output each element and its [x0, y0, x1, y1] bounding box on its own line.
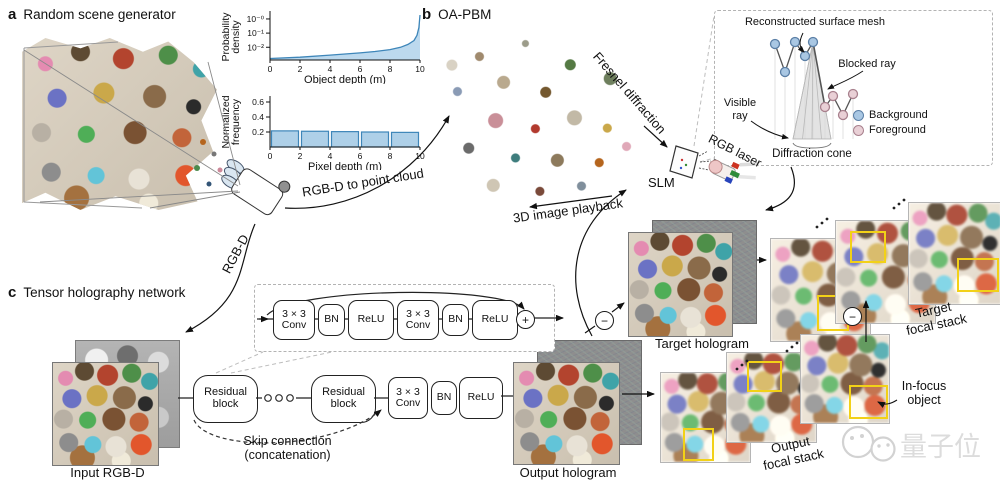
legend-background: Background — [853, 109, 928, 121]
residual-block-1: Residual block — [193, 375, 258, 423]
panel-c-title-text: Tensor holography network — [23, 285, 186, 300]
in-focus-object-label: In-focus object — [901, 379, 947, 407]
reconstructed-surface-mesh-label: Reconstructed surface mesh — [744, 16, 885, 28]
detail-conv2-box: 3 × 3 Conv — [397, 300, 439, 340]
focus-highlight-box — [850, 231, 886, 263]
legend-background-label: Background — [869, 109, 928, 121]
svg-text:10: 10 — [415, 151, 425, 161]
svg-text:0.2: 0.2 — [252, 127, 264, 137]
svg-text:4: 4 — [328, 151, 333, 161]
svg-text:6: 6 — [358, 64, 363, 74]
detail-bn1-box: BN — [318, 304, 345, 336]
blocked-ray-label: Blocked ray — [838, 58, 896, 70]
foreground-dot-icon — [853, 124, 864, 136]
main-bn-box: BN — [431, 381, 457, 415]
focus-highlight-box — [683, 428, 714, 461]
focus-highlight-box — [849, 385, 888, 419]
svg-text:10⁻¹: 10⁻¹ — [247, 28, 264, 38]
residual-block-detail-box: 3 × 3 Conv BN ReLU 3 × 3 Conv BN ReLU + — [254, 284, 555, 352]
wechat-bubble-small-icon — [870, 436, 896, 462]
svg-text:10⁻²: 10⁻² — [247, 42, 264, 52]
focal-stack-loss-minus-node: − — [843, 307, 862, 326]
output-hologram-label: Output hologram — [519, 465, 617, 480]
wechat-bubble-icon — [841, 425, 875, 459]
svg-text:6: 6 — [358, 151, 363, 161]
loss-line-output — [584, 325, 596, 334]
residual-block-2: Residual block — [311, 375, 376, 423]
panel-b-title: b OA-PBM — [422, 6, 491, 23]
input-rgb-image — [52, 362, 159, 466]
background-dot-icon — [853, 109, 864, 121]
panel-a-title-text: Random scene generator — [23, 7, 176, 22]
target-hologram-label: Target hologram — [655, 336, 749, 351]
detail-relu2-box: ReLU — [472, 300, 518, 340]
svg-text:4: 4 — [328, 64, 333, 74]
panel-b-tag: b — [422, 6, 432, 23]
target-hologram-image — [628, 232, 733, 337]
focus-highlight-box — [747, 361, 782, 392]
rgbd-label: RGB-D — [218, 231, 252, 276]
detail-relu1-box: ReLU — [348, 300, 394, 340]
svg-text:0: 0 — [268, 64, 273, 74]
slm-label: SLM — [648, 175, 675, 190]
svg-text:8: 8 — [388, 151, 393, 161]
loss-arrow-target — [611, 302, 625, 313]
panel-c-tag: c — [8, 284, 17, 301]
svg-text:2: 2 — [298, 151, 303, 161]
detail-conv1-box: 3 × 3 Conv — [273, 300, 315, 340]
watermark-text: 量子位 — [900, 432, 981, 463]
svg-text:density: density — [230, 20, 242, 54]
residual-add-node: + — [516, 310, 535, 329]
svg-text:frequency: frequency — [230, 98, 242, 145]
slm-icon — [669, 145, 717, 179]
point-cloud-image — [422, 20, 662, 218]
surface-mesh-art — [750, 32, 864, 149]
panel-a-tag: a — [8, 6, 17, 23]
main-conv-box: 3 × 3 Conv — [388, 377, 428, 419]
panel-b-title-text: OA-PBM — [438, 7, 492, 22]
svg-text:0: 0 — [268, 151, 273, 161]
inset-to-stack-arrow — [765, 166, 796, 212]
visible-ray-label: Visible ray — [723, 97, 757, 122]
svg-text:Probability: Probability — [222, 12, 232, 62]
detail-bn2-box: BN — [442, 304, 469, 336]
panel-a-title: a Random scene generator — [8, 6, 176, 23]
hologram-loss-minus-node: − — [595, 311, 614, 330]
svg-text:Object depth (m): Object depth (m) — [304, 74, 386, 84]
residual-detail-callout-lines — [215, 351, 333, 374]
main-relu-box: ReLU — [459, 377, 503, 419]
svg-text:0.4: 0.4 — [252, 112, 264, 122]
svg-text:10⁻⁰: 10⁻⁰ — [247, 14, 265, 24]
svg-text:0.6: 0.6 — [252, 97, 264, 107]
watermark: 量子位 — [841, 425, 981, 463]
random-scene-image — [22, 38, 217, 210]
input-rgbd-label: Input RGB-D — [70, 465, 145, 480]
output-hologram-image — [513, 362, 620, 465]
surface-mesh-inset: Reconstructed surface mesh Blocked ray V… — [714, 10, 993, 166]
focus-highlight-box — [957, 258, 999, 292]
mesh-legend: Background Foreground — [853, 109, 928, 139]
diffraction-cone-label: Diffraction cone — [772, 148, 852, 160]
svg-text:10: 10 — [415, 64, 425, 74]
panel-c-title: c Tensor holography network — [8, 284, 185, 301]
chain-ellipsis-dots — [264, 394, 294, 402]
svg-text:8: 8 — [388, 64, 393, 74]
legend-foreground-label: Foreground — [869, 124, 926, 136]
target-focal-stack-image-3 — [908, 202, 1000, 305]
legend-foreground: Foreground — [853, 124, 928, 136]
skip-connection-label: Skip connection (concatenation) — [243, 434, 332, 462]
output-focal-stack-image-3 — [800, 334, 890, 424]
svg-text:2: 2 — [298, 64, 303, 74]
svg-text:Pixel depth (m): Pixel depth (m) — [308, 161, 382, 170]
